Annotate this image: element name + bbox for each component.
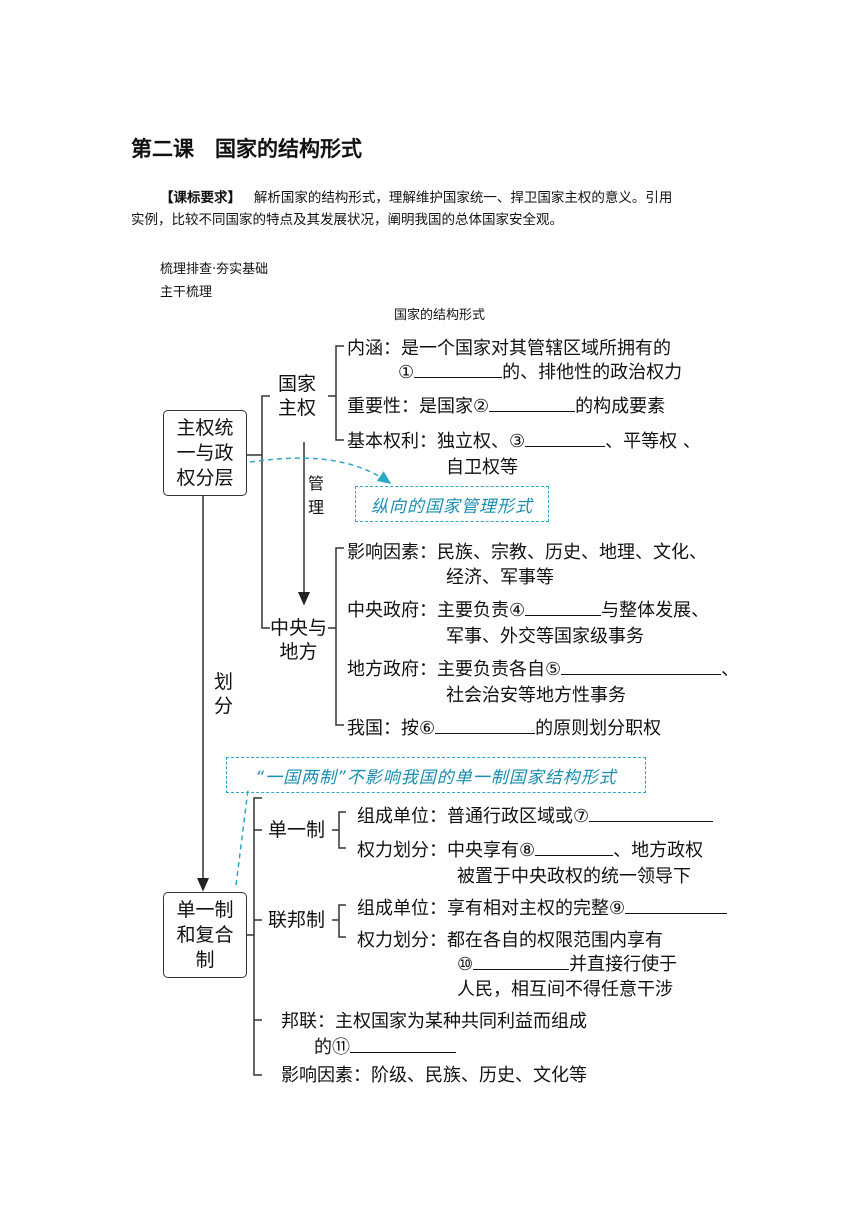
china-principle-tail: 的原则划分职权 [535, 718, 662, 739]
unitary-power-head: 权力划分：中央享有⑧ [357, 840, 536, 861]
label-sovereignty: 国家 主权 [278, 373, 317, 419]
blank-number-1: ① [398, 362, 415, 383]
box-sovereignty-unity: 主权统 一与政 权分层 [163, 410, 247, 496]
sovereignty-rights-2: 自卫权等 [446, 457, 518, 478]
note-vertical-management: 纵向的国家管理形式 [355, 486, 549, 522]
unitary-units-text: 组成单位：普通行政区域或⑦ [357, 806, 590, 827]
sovereignty-importance-tail: 的构成要素 [575, 396, 666, 417]
label-federal: 联邦制 [268, 909, 326, 931]
blank-2 [489, 395, 576, 412]
sovereignty-rights-tail: 、平等权 、 [605, 431, 701, 452]
unitary-power-tail: 、地方政权 [613, 840, 704, 861]
confederation: 邦联：主权国家为某种共同利益而组成 [281, 1011, 587, 1032]
china-principle-head: 我国：按⑥ [347, 718, 436, 739]
label-divide: 划 分 [214, 671, 234, 717]
unitary-units: 组成单位：普通行政区域或⑦ [357, 802, 714, 828]
local-government-2: 社会治安等地方性事务 [446, 685, 626, 706]
federal-units: 组成单位：享有相对主权的完整⑨ [357, 894, 728, 920]
central-government-2: 军事、外交等国家级事务 [446, 626, 644, 647]
label-unitary: 单一制 [268, 819, 326, 841]
sovereignty-connotation: 内涵：是一个国家对其管辖区域所拥有的 [347, 338, 671, 359]
structure-factors: 影响因素：阶级、民族、历史、文化等 [281, 1065, 587, 1086]
china-principle: 我国：按⑥ 的原则划分职权 [347, 714, 661, 740]
federal-units-text: 组成单位：享有相对主权的完整⑨ [357, 898, 626, 919]
blank-4 [525, 599, 602, 616]
confederation-2-text: 的⑪ [314, 1037, 350, 1058]
local-government: 地方政府：主要负责各自⑤ 、 [347, 655, 739, 681]
federal-power: 权力划分：都在各自的权限范围内享有 [357, 930, 663, 951]
label-manage: 管 理 [308, 474, 325, 517]
blank-11 [350, 1036, 456, 1053]
blank-1 [414, 361, 503, 378]
sovereignty-importance-head: 重要性：是国家② [347, 396, 490, 417]
sovereignty-connotation-tail: 的、排他性的政治权力 [502, 362, 683, 383]
section-heading-1: 梳理排查·夯实基础 [160, 262, 269, 277]
sovereignty-importance: 重要性：是国家② 的构成要素 [347, 392, 665, 418]
central-government-head: 中央政府：主要负责④ [347, 600, 526, 621]
local-government-head: 地方政府：主要负责各自⑤ [347, 659, 562, 680]
blank-8 [535, 839, 614, 856]
blank-number-10: ⑩ [457, 954, 474, 975]
federal-power-3: 人民，相互间不得任意干涉 [457, 979, 673, 1000]
requirement-text1: 解析国家的结构形式，理解维护国家统一、捍卫国家主权的意义。引用 [253, 190, 673, 206]
requirement-line1: 【课标要求】 解析国家的结构形式，理解维护国家统一、捍卫国家主权的意义。引用 [160, 187, 672, 209]
blank-3 [525, 430, 606, 447]
blank-5 [561, 658, 722, 675]
central-government-tail: 与整体发展、 [601, 600, 710, 621]
sovereignty-rights: 基本权利：独立权、③ 、平等权 、 [347, 427, 701, 453]
confederation-2: 的⑪ [314, 1033, 456, 1059]
sovereignty-connotation-2: ① 的、排他性的政治权力 [398, 358, 682, 384]
central-factors-2: 经济、军事等 [446, 567, 554, 588]
sovereignty-rights-head: 基本权利：独立权、③ [347, 431, 526, 452]
central-government: 中央政府：主要负责④ 与整体发展、 [347, 596, 709, 622]
federal-power-tail: 并直接行使于 [569, 954, 678, 975]
section-heading-2: 主干梳理 [160, 285, 213, 300]
blank-10 [473, 953, 570, 970]
box-unitary-composite: 单一制 和复合 制 [163, 892, 247, 978]
diagram-title: 国家的结构形式 [394, 308, 486, 323]
page-title: 第二课 国家的结构形式 [131, 137, 362, 161]
central-factors: 影响因素：民族、宗教、历史、地理、文化、 [347, 542, 707, 563]
federal-power-2: ⑩ 并直接行使于 [457, 950, 677, 976]
local-government-tail: 、 [721, 659, 740, 680]
note-one-country-two-systems: “一国两制”不影响我国的单一制国家结构形式 [226, 757, 646, 793]
blank-7 [589, 805, 714, 822]
unitary-power-2: 被置于中央政权的统一领导下 [457, 866, 691, 887]
unitary-power: 权力划分：中央享有⑧ 、地方政权 [357, 836, 703, 862]
label-central-local: 中央与 地方 [270, 617, 328, 663]
blank-9 [625, 897, 728, 914]
requirement-label: 【课标要求】 [160, 190, 241, 206]
blank-6 [435, 717, 536, 734]
requirement-line2: 实例，比较不同国家的特点及其发展状况，阐明我国的总体国家安全观。 [131, 212, 563, 228]
